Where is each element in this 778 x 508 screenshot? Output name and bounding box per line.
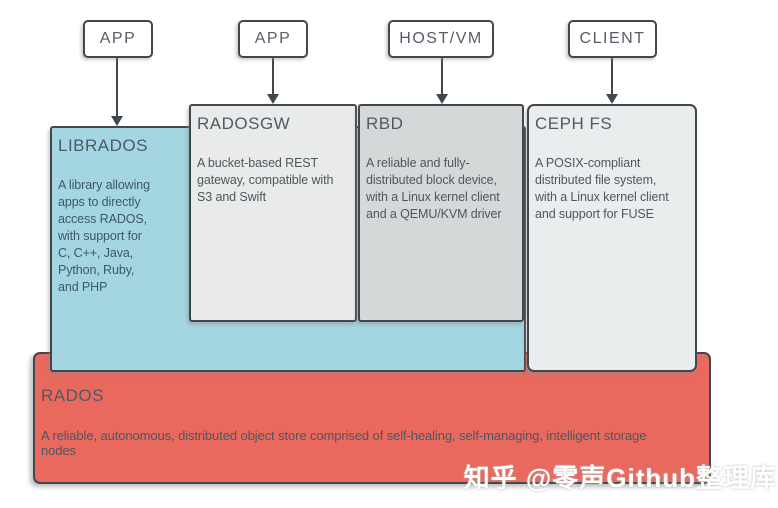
layer-rados: RADOS A reliable, autonomous, distribute… bbox=[33, 352, 711, 484]
arrow-head bbox=[111, 116, 123, 126]
arrow-line bbox=[116, 58, 118, 116]
radosgw-description: A bucket-based REST gateway, compatible … bbox=[197, 156, 334, 204]
arrow-head bbox=[436, 94, 448, 104]
node-app-1-label: APP bbox=[99, 30, 137, 47]
arrow-app-to-radosgw-icon bbox=[266, 58, 280, 104]
arrow-head bbox=[267, 94, 279, 104]
arrow-line bbox=[272, 58, 274, 94]
rbd-description: A reliable and fully- distributed block … bbox=[366, 156, 502, 221]
node-client-label: CLIENT bbox=[579, 30, 646, 47]
arrow-app-to-librados-icon bbox=[110, 58, 124, 126]
cephfs-description: A POSIX-compliant distributed file syste… bbox=[535, 156, 669, 221]
cephfs-title: CEPH FS bbox=[535, 114, 613, 133]
node-app-2: APP bbox=[238, 20, 308, 58]
layer-cephfs: CEPH FS A POSIX-compliant distributed fi… bbox=[527, 104, 697, 372]
node-client: CLIENT bbox=[568, 20, 657, 58]
node-app-2-label: APP bbox=[254, 30, 292, 47]
librados-description: A library allowing apps to directly acce… bbox=[58, 178, 150, 294]
node-app-1: APP bbox=[83, 20, 153, 58]
arrow-head bbox=[606, 94, 618, 104]
zhihu-watermark: 知乎 @零声Github整理库 bbox=[463, 463, 777, 493]
node-host-vm: HOST/VM bbox=[388, 20, 494, 58]
arrow-client-to-cephfs-icon bbox=[605, 58, 619, 104]
arrow-hostvm-to-rbd-icon bbox=[435, 58, 449, 104]
arrow-line bbox=[441, 58, 443, 94]
radosgw-title: RADOSGW bbox=[197, 114, 291, 133]
librados-title: LIBRADOS bbox=[58, 136, 148, 155]
layer-rbd: RBD A reliable and fully- distributed bl… bbox=[358, 104, 524, 322]
arrow-line bbox=[611, 58, 613, 94]
rbd-title: RBD bbox=[366, 114, 404, 133]
rados-title: RADOS bbox=[41, 386, 104, 405]
node-host-vm-label: HOST/VM bbox=[399, 30, 483, 47]
layer-radosgw: RADOSGW A bucket-based REST gateway, com… bbox=[189, 104, 357, 322]
rados-description: A reliable, autonomous, distributed obje… bbox=[41, 428, 647, 458]
